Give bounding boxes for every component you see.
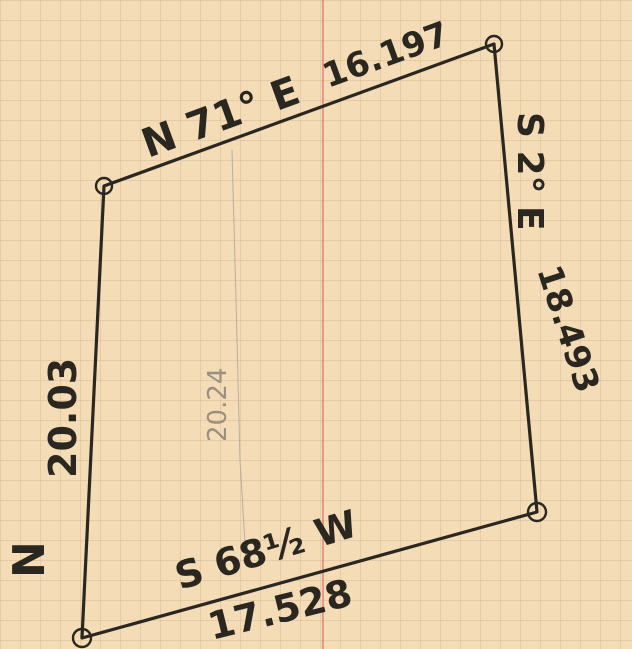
west-side-bearing: N [4,541,55,578]
corner-southeast [526,501,548,523]
corner-northeast [484,34,504,54]
corner-southwest [71,627,93,649]
corner-northwest [94,176,114,196]
east-side-bearing: S 2° E [509,112,550,231]
west-side-distance: 20.03 [41,358,85,478]
faint-interior-line [231,149,247,561]
parcel-boundary [80,42,539,640]
interior-faint-note: 20.24 [203,368,233,442]
